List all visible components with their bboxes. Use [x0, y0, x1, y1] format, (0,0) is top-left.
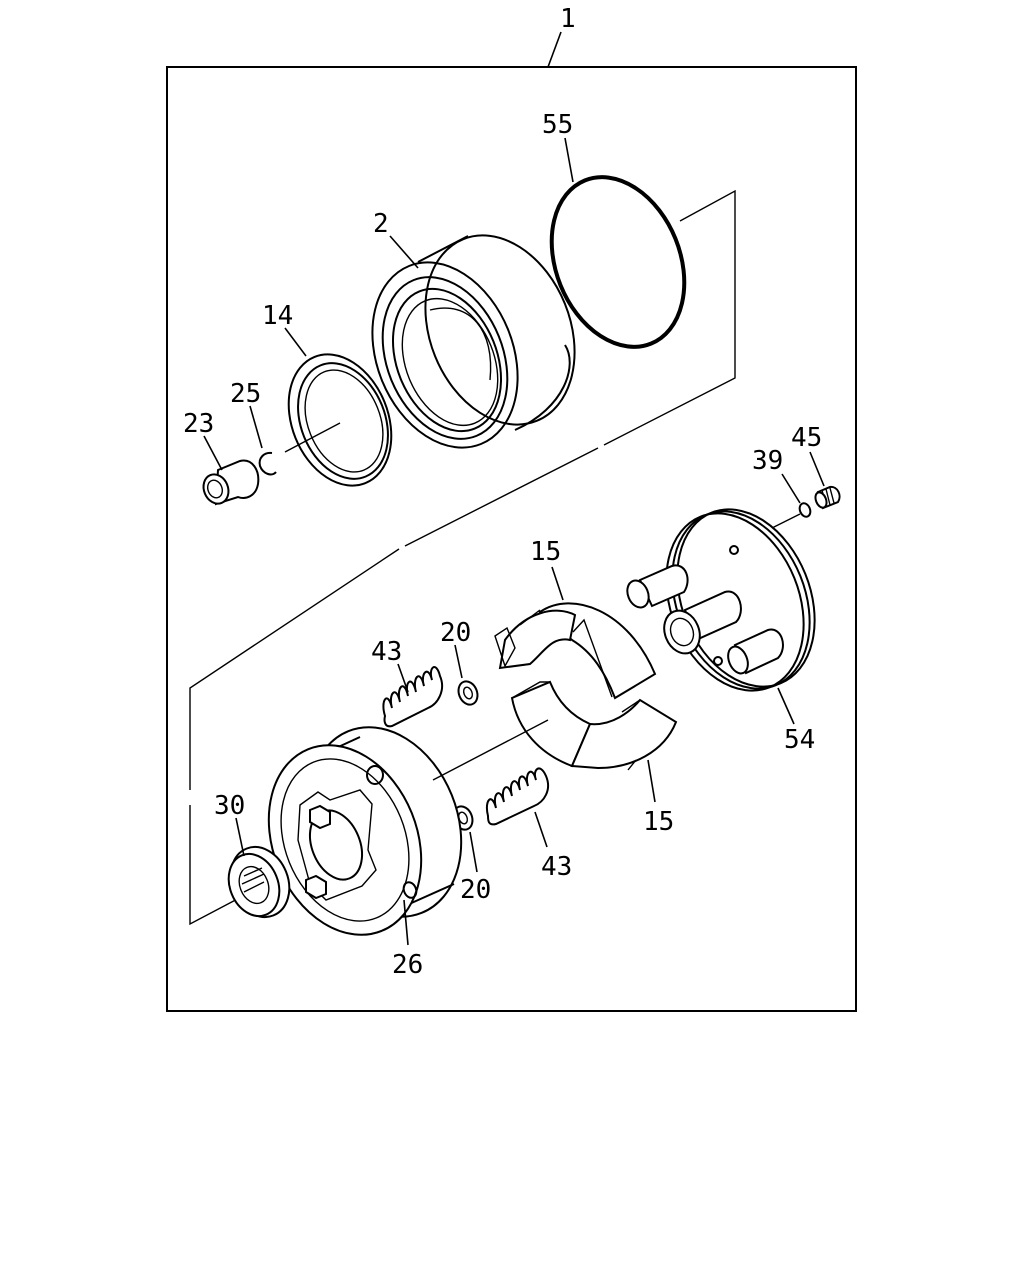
callout-15-lower: 15	[643, 807, 674, 837]
leader-54	[777, 687, 795, 725]
callout-45: 45	[791, 423, 822, 453]
leader-15-upper	[551, 566, 564, 601]
callout-15-upper: 15	[530, 537, 561, 567]
leader-15-lower	[647, 759, 656, 803]
subassembly-outline	[189, 189, 736, 926]
washer-39	[798, 502, 812, 518]
callout-30: 30	[214, 791, 245, 821]
pin-23	[202, 459, 260, 506]
callout-20-upper: 20	[440, 618, 471, 648]
leader-45	[809, 451, 825, 487]
callout-55: 55	[542, 110, 573, 140]
callout-20-lower: 20	[460, 875, 491, 905]
callout-23: 23	[183, 409, 214, 439]
leader-55	[564, 137, 574, 183]
callout-54: 54	[784, 725, 815, 755]
leader-20-lower	[469, 831, 478, 873]
callout-25: 25	[230, 379, 261, 409]
screw-45	[814, 485, 841, 510]
hub-26	[267, 726, 463, 936]
leader-2	[389, 235, 419, 269]
seal-ring-14	[287, 353, 393, 487]
plate-54	[626, 508, 816, 692]
leader-14	[284, 327, 307, 357]
weight-15-upper	[494, 602, 657, 700]
snap-ring-25	[258, 451, 277, 476]
o-ring-55	[549, 175, 687, 349]
leader-25	[249, 405, 263, 449]
leader-43-lower	[534, 811, 548, 848]
callout-26: 26	[392, 950, 423, 980]
spring-43-lower	[486, 767, 550, 826]
leader-23	[203, 435, 223, 471]
leader-39	[781, 473, 801, 504]
callout-43-upper: 43	[371, 637, 402, 667]
leader-1	[547, 31, 562, 68]
housing-2	[371, 234, 576, 449]
spring-43-upper	[382, 666, 444, 728]
assembly-frame	[166, 66, 857, 1012]
callout-39: 39	[752, 446, 783, 476]
weight-15-lower	[510, 680, 678, 771]
callout-1: 1	[560, 4, 576, 34]
leader-20-upper	[454, 644, 463, 679]
callout-2: 2	[373, 209, 389, 239]
leader-30	[235, 817, 245, 857]
callout-43-lower: 43	[541, 852, 572, 882]
callout-14: 14	[262, 301, 293, 331]
washer-20-upper	[457, 680, 479, 706]
seal-30	[227, 846, 291, 918]
leader-43-upper	[397, 663, 409, 693]
leader-26	[403, 899, 409, 946]
